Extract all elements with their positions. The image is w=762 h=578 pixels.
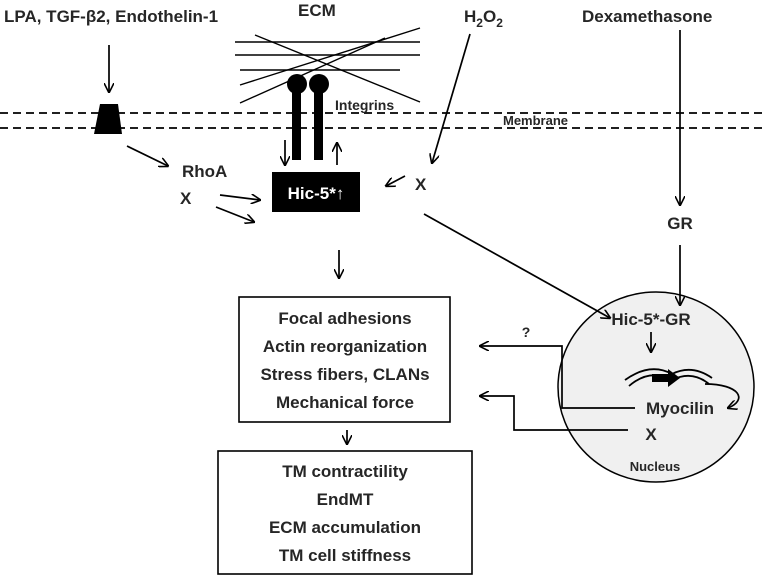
gene-promoter-arrow <box>652 369 680 387</box>
question-mark-label: ? <box>522 324 531 340</box>
hic5-label: Hic-5*↑ <box>288 184 345 203</box>
arrow-h2o2-to-x <box>432 33 471 163</box>
hic5-box <box>272 172 360 212</box>
gr-label: GR <box>667 214 693 233</box>
membrane-label: Membrane <box>503 113 568 128</box>
arrow-x-to-hic5-a <box>219 195 260 200</box>
effect-stress-fibers: Stress fibers, CLANs <box>260 365 429 384</box>
rhoa-label: RhoA <box>182 162 227 181</box>
integrins-label: Integrins <box>335 97 394 113</box>
outcome-ecm-accumulation: ECM accumulation <box>269 518 421 537</box>
effect-mechanical-force: Mechanical force <box>276 393 414 412</box>
arrow-x-to-hic5-b <box>215 206 254 222</box>
dexamethasone-label: Dexamethasone <box>582 7 712 26</box>
myocilin-label: Myocilin <box>646 399 714 418</box>
receptor-trapezoid <box>94 104 122 134</box>
x-left-label: X <box>180 189 192 208</box>
hic5-gr-label: Hic-5*-GR <box>611 310 690 329</box>
outcome-tm-cell-stiffness: TM cell stiffness <box>279 546 411 565</box>
ecm-fibers <box>235 27 421 104</box>
nucleus-label: Nucleus <box>630 459 681 474</box>
outcome-tm-contractility: TM contractility <box>282 462 408 481</box>
x-right-label: X <box>415 175 427 194</box>
arrow-hic5-to-hic5gr <box>423 213 610 318</box>
x-nucleus-label: X <box>645 425 657 444</box>
effect-focal-adhesions: Focal adhesions <box>278 309 411 328</box>
outcome-endmt: EndMT <box>317 490 374 509</box>
h2o2-label: H2O2 <box>464 7 503 30</box>
outcomes-box <box>217 450 473 575</box>
lpa-tgf-endothelin-label: LPA, TGF-β2, Endothelin-1 <box>4 7 218 26</box>
membrane-lines <box>0 112 762 129</box>
arrow-x-to-hic5 <box>386 175 406 186</box>
effects-box <box>238 296 451 423</box>
arrow-receptor-to-rhoa <box>126 145 168 166</box>
integrin-receptors <box>287 74 329 160</box>
nucleus-ellipse <box>557 291 755 483</box>
arrow-x-to-effects <box>480 396 628 431</box>
effect-actin-reorganization: Actin reorganization <box>263 337 427 356</box>
arrow-myocilin-to-effects <box>480 346 635 409</box>
arrow-gene-to-myocilin <box>704 383 740 408</box>
ecm-label: ECM <box>298 1 336 20</box>
